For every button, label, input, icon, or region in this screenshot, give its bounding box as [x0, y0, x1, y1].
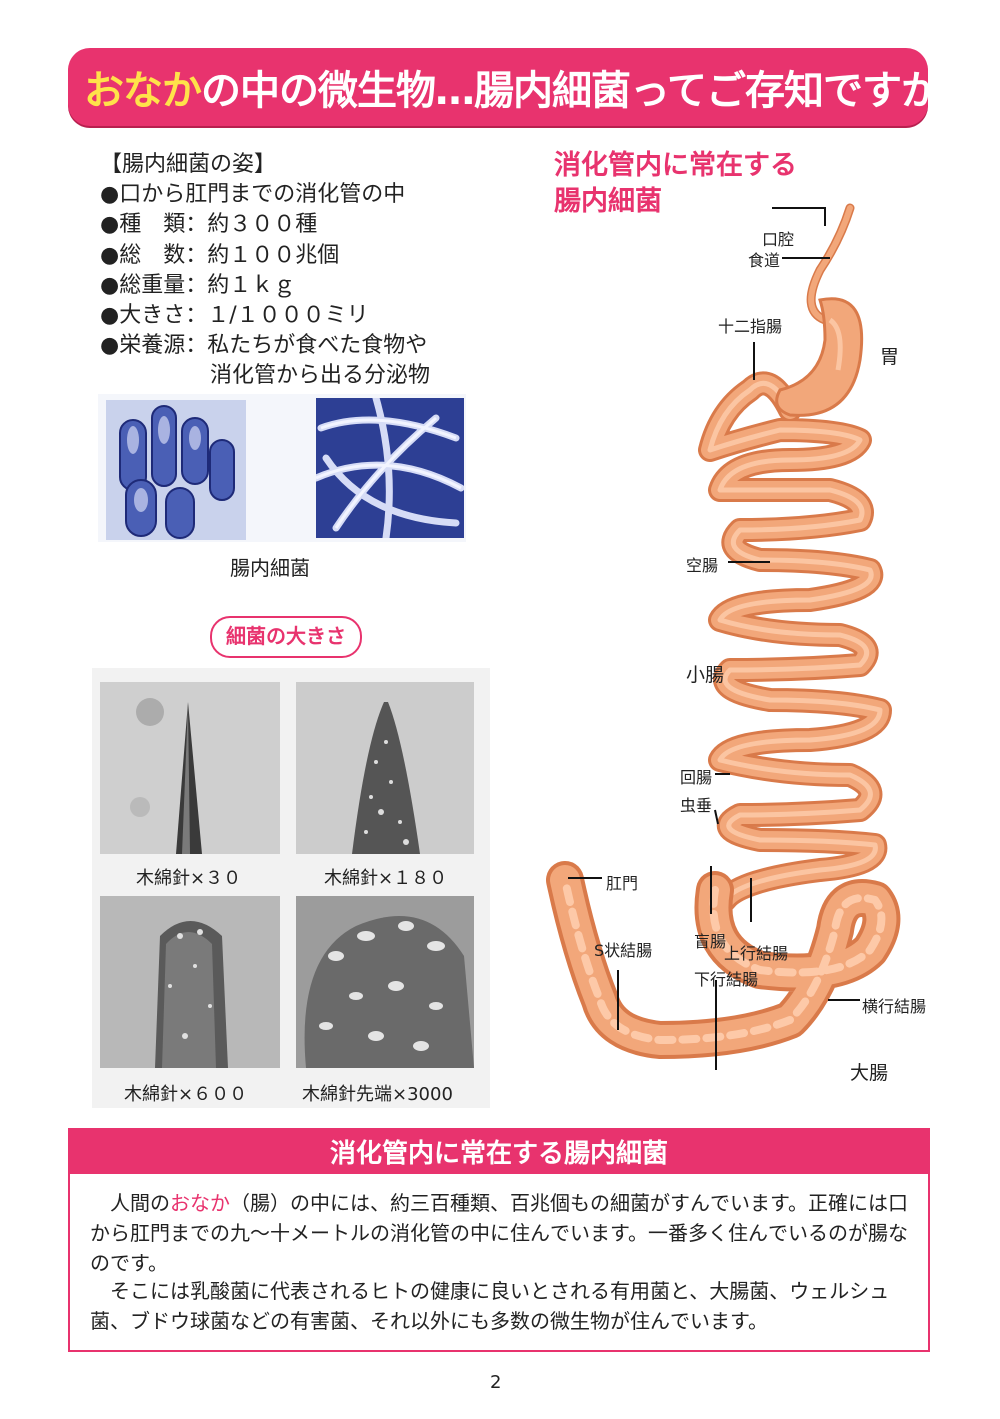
label-appendix: 虫垂: [680, 796, 713, 815]
paragraph-1-accent: おなか: [170, 1191, 230, 1215]
label-descending-colon: 下行結腸: [694, 970, 759, 989]
needle-photo-180x: [296, 682, 474, 854]
label-stomach: 胃: [880, 346, 900, 368]
explanation-header-bar: [68, 1128, 930, 1174]
bacteria-photo-left: [106, 400, 246, 540]
label-ascending-colon: 上行結腸: [724, 944, 789, 963]
size-label: 細菌の大きさ: [226, 624, 346, 648]
label-mouth: 口腔: [762, 230, 795, 249]
page-title-rest: の中の微生物…腸内細菌ってご存知ですか？: [201, 68, 980, 114]
label-transverse-colon: 横行結腸: [862, 997, 927, 1016]
page-number: 2: [490, 1372, 502, 1393]
needle-caption-180x: 木綿針×１８０: [324, 868, 448, 889]
title-banner: [68, 48, 928, 126]
info-item: ●口から肛門までの消化管の中: [100, 182, 406, 207]
label-anus: 肛門: [606, 874, 639, 893]
paragraph-1-rest: （腸）の中には、約三百種類、百兆個もの細菌がすんでいます。正確には口から肛門まで…: [90, 1191, 908, 1275]
page-title-accent: おなか: [84, 68, 202, 114]
diagram-title: 消化管内に常在する 腸内細菌: [554, 148, 797, 220]
info-item: ●総 数：約１００兆個: [100, 243, 340, 268]
explanation-heading: 消化管内に常在する腸内細菌: [329, 1139, 668, 1169]
diagram-title-line1: 消化管内に常在する: [554, 150, 797, 181]
bacteria-photo-panel: [98, 394, 466, 542]
label-ileum: 回腸: [680, 768, 713, 787]
size-label-pill: [210, 616, 362, 658]
needle-photo-600x: [100, 896, 280, 1068]
label-sigmoid-colon: S状結腸: [594, 941, 653, 960]
info-item: ●総重量：約１ｋｇ: [100, 273, 296, 298]
explanation-paragraph-2: そこには乳酸菌に代表されるヒトの健康に良いとされる有用菌と、大腸菌、ウェルシュ菌…: [90, 1279, 890, 1333]
paragraph-1-start: 人間の: [90, 1191, 170, 1215]
info-item: 消化管から出る分泌物: [100, 363, 431, 388]
info-heading: 【腸内細菌の姿】: [100, 152, 277, 177]
bacteria-photo-right: [316, 398, 464, 538]
label-large-intestine: 大腸: [850, 1062, 889, 1084]
diagram-title-line2: 腸内細菌: [554, 186, 662, 217]
info-item: ●栄養源：私たちが食べた食物や: [100, 333, 428, 358]
label-small-intestine: 小腸: [686, 664, 725, 686]
info-item: ●種 類：約３００種: [100, 212, 318, 237]
page-title: おなかの中の微生物…腸内細菌ってご存知ですか？: [84, 58, 980, 116]
needle-caption-600x: 木綿針×６００: [124, 1084, 248, 1105]
info-item: ●大きさ：１/１０００ミリ: [100, 303, 369, 328]
label-cecum: 盲腸: [694, 932, 727, 951]
label-jejunum: 空腸: [686, 556, 719, 575]
needle-caption-30x: 木綿針×３０: [136, 868, 242, 889]
bacteria-caption: 腸内細菌: [230, 556, 310, 580]
needle-photo-3000x: [296, 896, 474, 1068]
label-duodenum: 十二指腸: [718, 317, 783, 336]
digestive-tract-illustration: [546, 203, 901, 1070]
needle-photo-30x: [100, 682, 280, 854]
needle-caption-3000x: 木綿針先端×3000: [302, 1084, 453, 1105]
label-esophagus: 食道: [748, 251, 781, 270]
explanation-paragraph-1: 人間のおなか（腸）の中には、約三百種類、百兆個もの細菌がすんでいます。正確には口…: [90, 1188, 915, 1278]
